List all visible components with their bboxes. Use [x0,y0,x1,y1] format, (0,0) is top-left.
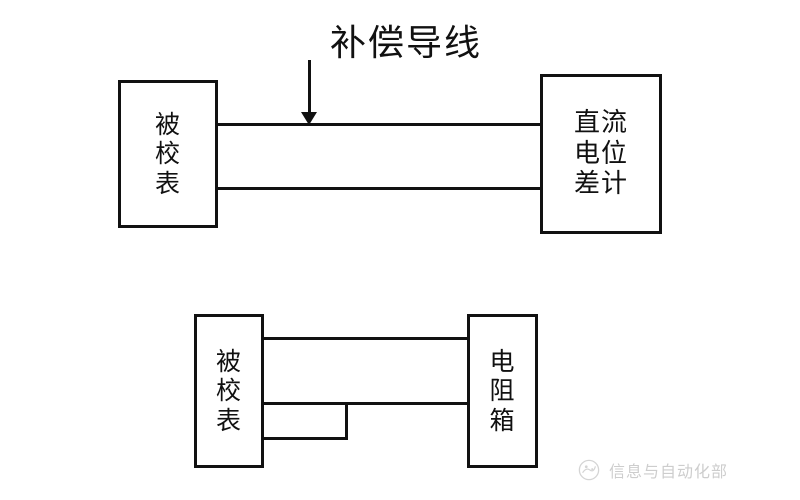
wire-top-upper [216,123,542,126]
watermark-text: 信息与自动化部 [609,462,729,481]
box-resistance-box: 电 阻 箱 [467,314,538,468]
box-tested-meter-bottom-line-3: 表 [215,405,242,435]
box-tested-meter-top-line-2: 校 [154,139,181,169]
box-dc-potentiometer-line-1: 直流 [573,107,628,138]
box-tested-meter-bottom-line-1: 被 [215,346,242,376]
watermark: 信息与自动化部 [578,458,728,482]
wire-bottom-upper [262,337,470,340]
box-resistance-box-line-3: 箱 [489,405,516,435]
box-dc-potentiometer-line-2: 电位 [573,138,628,169]
wire-bottom-jumper [345,402,348,440]
box-tested-meter-top-line-3: 表 [154,168,181,198]
wire-bottom-middle [262,402,470,405]
box-resistance-box-line-2: 阻 [489,376,516,406]
box-dc-potentiometer-line-3: 差计 [573,169,628,200]
box-tested-meter-bottom-line-2: 校 [215,376,242,406]
wire-top-lower [216,187,542,190]
box-tested-meter-bottom: 被 校 表 [194,314,264,468]
circle-logo-icon [578,459,600,481]
down-arrow-icon [301,60,317,125]
box-tested-meter-top: 被 校 表 [118,80,218,228]
box-tested-meter-top-line-1: 被 [154,109,181,139]
box-resistance-box-line-1: 电 [489,346,516,376]
wire-bottom-short [262,437,348,440]
label-compensation-wire: 补偿导线 [330,23,483,64]
box-dc-potentiometer: 直流 电位 差计 [540,74,662,234]
